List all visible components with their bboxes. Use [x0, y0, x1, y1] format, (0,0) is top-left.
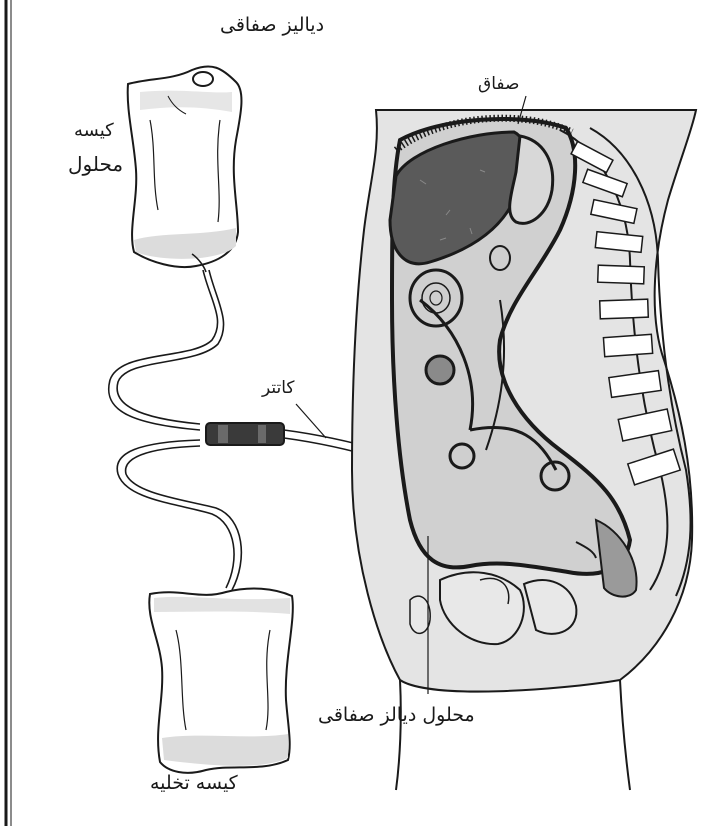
- drain-bag: [149, 589, 293, 773]
- drain-bag-label: کیسه تخلیه: [150, 772, 238, 794]
- catheter-label: کاتتر: [262, 378, 295, 398]
- solution-bag: [128, 66, 242, 272]
- peritoneum-label: صفاق: [478, 74, 519, 94]
- dialysis-fluid-label: محلول دیالز صفاقی: [318, 704, 475, 726]
- left-border-strip: [6, 0, 11, 826]
- solution-bag-label-line1: کیسه: [74, 120, 114, 141]
- solution-bag-label-line2: محلول: [68, 152, 123, 176]
- catheter-connector: [206, 423, 284, 445]
- body-cross-section: [352, 110, 696, 790]
- diagram-title: دیالیز صفاقی: [220, 14, 324, 36]
